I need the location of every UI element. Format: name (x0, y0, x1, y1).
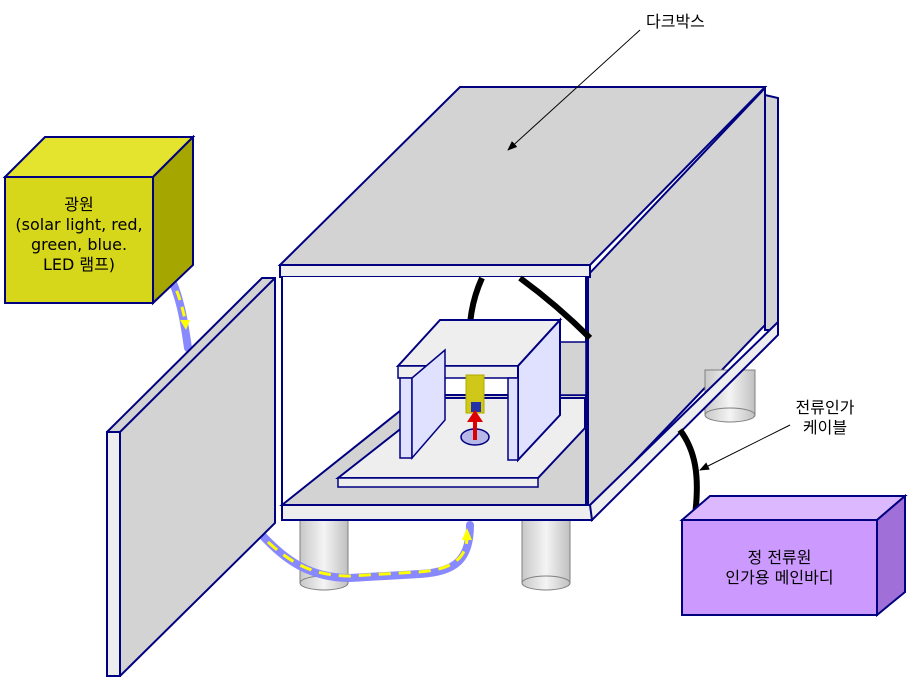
power-supply-label: 정 전류원 인가용 메인바디 (725, 548, 834, 587)
door-panel (106, 277, 276, 677)
box-legs (299, 369, 756, 591)
light-source-front (4, 176, 154, 304)
dark-box-right-panel (587, 85, 766, 513)
inner-ledge (559, 341, 587, 396)
dark-box-door (106, 277, 276, 677)
internal-cable-right (518, 275, 593, 341)
dark-box-back-edge (764, 93, 779, 331)
dark-box-base-side (588, 319, 779, 523)
light-source-label: 광원 (solar light, red, green, blue. LED 램… (15, 195, 143, 274)
dark-box-top-edge (279, 264, 591, 278)
cable-pointer (699, 424, 791, 471)
stage-left-leg (399, 377, 413, 459)
fiber-flow-bottom (266, 537, 469, 578)
dark-box-base-edge (281, 504, 593, 521)
cable-label: 전류인가 케이블 (795, 398, 855, 437)
light-source-box (2, 134, 196, 306)
power-supply-front (681, 519, 878, 616)
power-supply-box (679, 493, 908, 618)
power-supply-top (679, 495, 908, 521)
sample-stage (335, 317, 586, 488)
probe-tip (471, 402, 481, 412)
dark-box-pointer (507, 29, 641, 151)
external-cable (677, 428, 700, 516)
dark-box-label: 다크박스 (646, 12, 705, 31)
leg-front-right (521, 514, 571, 584)
red-light-arrow (467, 410, 483, 422)
door-edge (106, 431, 121, 677)
